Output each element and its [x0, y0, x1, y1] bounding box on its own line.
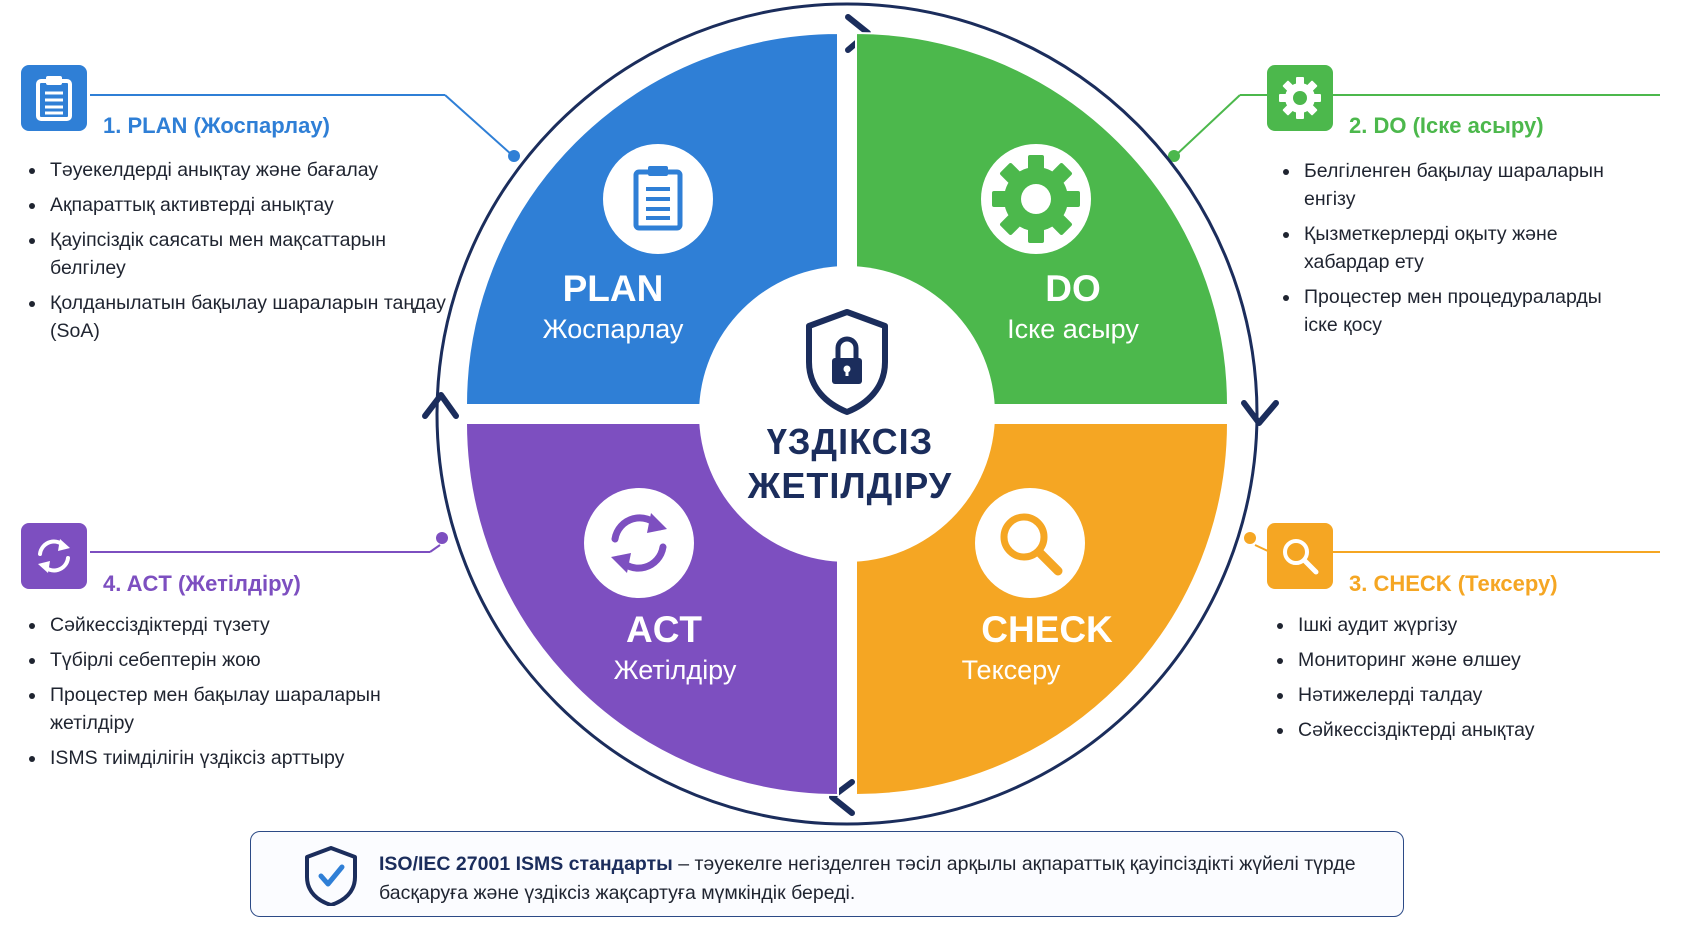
- act-panel-list: Сәйкессіздіктерді түзету Түбірлі себепте…: [26, 611, 446, 779]
- list-item: Процестер мен бақылау шараларын жетілдір…: [26, 681, 446, 737]
- cycle-arrow-left: [422, 392, 459, 419]
- list-item: Белгіленген бақылау шараларын енгізу: [1280, 157, 1640, 213]
- quadrant-check-title: CHECK: [981, 609, 1113, 650]
- magnifier-icon: [1000, 513, 1063, 576]
- shield-lock-icon: [806, 309, 888, 415]
- plan-panel-icon: [21, 65, 87, 131]
- center-label: ҮЗДІКСІЗ ЖЕТІЛДІРУ: [700, 420, 1000, 508]
- quadrant-do-subtitle: Іске асыру: [1007, 314, 1139, 344]
- list-item: Қызметкерлерді оқыту және хабардар ету: [1280, 220, 1640, 276]
- do-panel-title: 2. DO (Іске асыру): [1349, 113, 1544, 138]
- list-item: Қолданылатын бақылау шараларын таңдау (S…: [26, 289, 446, 345]
- quadrant-do-title: DO: [1045, 268, 1101, 309]
- refresh-icon: [38, 539, 70, 573]
- center-label-line1: ҮЗДІКСІЗ: [766, 421, 934, 462]
- list-item: Қауіпсіздік саясаты мен мақсаттарын белг…: [26, 226, 446, 282]
- plan-panel-title: 1. PLAN (Жоспарлау): [103, 113, 330, 138]
- shield-check-icon: [305, 846, 357, 906]
- connector-plan: [90, 94, 520, 162]
- connector-act: [90, 532, 448, 553]
- check-panel-icon: [1267, 523, 1333, 589]
- check-panel-list: Ішкі аудит жүргізу Мониторинг және өлшеу…: [1274, 611, 1654, 751]
- quadrant-act-title: ACT: [625, 609, 703, 650]
- cycle-arrow-bottom: [829, 779, 855, 816]
- list-item: Мониторинг және өлшеу: [1274, 646, 1654, 674]
- plan-panel-list: Тәуекелдерді анықтау және бағалау Ақпара…: [26, 156, 446, 352]
- footer-text: ISO/IEC 27001 ISMS стандарты – тәуекелге…: [379, 850, 1379, 908]
- gear-icon: [1279, 77, 1321, 119]
- cycle-arrow-right: [1241, 400, 1279, 426]
- quadrant-act-subtitle: Жетілдіру: [613, 655, 737, 685]
- list-item: ISMS тиімділігін үздіксіз арттыру: [26, 744, 446, 772]
- quadrant-plan-subtitle: Жоспарлау: [542, 314, 684, 344]
- clipboard-icon: [633, 166, 683, 231]
- quadrant-check-subtitle: Тексеру: [961, 655, 1061, 685]
- quadrant-plan-title: PLAN: [562, 268, 664, 309]
- check-panel-title: 3. CHECK (Тексеру): [1349, 571, 1558, 596]
- clipboard-icon: [36, 76, 72, 121]
- list-item: Ішкі аудит жүргізу: [1274, 611, 1654, 639]
- list-item: Сәйкессіздіктерді анықтау: [1274, 716, 1654, 744]
- refresh-icon: [611, 513, 667, 573]
- footer-standard: ISO/IEC 27001 ISMS стандарты: [379, 853, 673, 875]
- list-item: Нәтижелерді талдау: [1274, 681, 1654, 709]
- list-item: Түбірлі себептерін жою: [26, 646, 446, 674]
- do-panel-icon: [1267, 65, 1333, 131]
- cycle-ring: [435, 2, 1259, 826]
- act-circle-badge: [584, 488, 694, 598]
- center-label-line2: ЖЕТІЛДІРУ: [747, 465, 953, 506]
- list-item: Процестер мен процедураларды іске қосу: [1280, 283, 1640, 339]
- act-panel-icon: [21, 523, 87, 589]
- footer-description: – тәуекелге негізделген тәсіл арқылы ақп…: [379, 853, 1356, 904]
- list-item: Сәйкессіздіктерді түзету: [26, 611, 446, 639]
- gear-icon: [992, 155, 1080, 243]
- do-panel-list: Белгіленген бақылау шараларын енгізу Қыз…: [1280, 157, 1640, 346]
- list-item: Тәуекелдерді анықтау және бағалау: [26, 156, 446, 184]
- list-item: Ақпараттық активтерді анықтау: [26, 191, 446, 219]
- footer-note: ISO/IEC 27001 ISMS стандарты – тәуекелге…: [250, 831, 1404, 917]
- magnifier-icon: [1283, 539, 1319, 575]
- act-panel-title: 4. ACT (Жетілдіру): [103, 571, 301, 596]
